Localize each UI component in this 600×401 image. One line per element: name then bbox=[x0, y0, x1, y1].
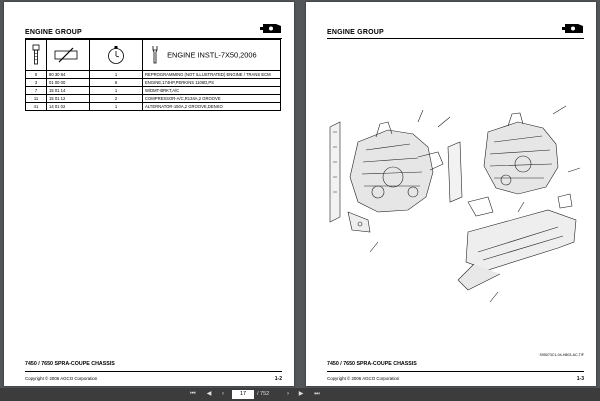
engine-title-text: ENGINE INSTL-7X50,2006 bbox=[167, 50, 257, 60]
footer-title: 7450 / 7650 SPRA-COUPE CHASSIS bbox=[327, 361, 584, 372]
next-small-icon[interactable]: › bbox=[287, 391, 289, 397]
copyright: Copyright © 2006 AGCO Corporation bbox=[25, 376, 98, 381]
parts-table: ENGINE INSTL-7X50,2006 0 80 30 84 1 REPR… bbox=[25, 39, 281, 111]
table-row: 0 80 30 84 1 REPROGRAMMING (NOT ILLUSTRA… bbox=[25, 70, 281, 79]
qty-cell: 1 bbox=[89, 86, 143, 95]
page-left: ENGINE GROUP bbox=[4, 2, 294, 386]
qty-cell: 2 bbox=[89, 94, 143, 103]
brand-logo-icon bbox=[260, 24, 281, 33]
page-right: ENGINE GROUP bbox=[306, 2, 596, 386]
item-cell: 7 bbox=[25, 86, 47, 95]
copyright: Copyright © 2006 AGCO Corporation bbox=[327, 376, 400, 381]
header-title: ENGINE GROUP bbox=[327, 29, 384, 36]
item-cell: 41 bbox=[25, 102, 47, 111]
qty-cell: 1 bbox=[89, 70, 143, 79]
item-cell: 0 bbox=[25, 70, 47, 79]
figure-code: S95073C1-04-H803-AC.TIF bbox=[539, 353, 584, 357]
desc-cell: COMPRESSOR-A/C,R134A,2 GROOVE bbox=[142, 94, 281, 103]
page-header: ENGINE GROUP bbox=[25, 22, 282, 39]
brand-logo-icon bbox=[562, 24, 583, 33]
engine-title: ENGINE INSTL-7X50,2006 bbox=[142, 39, 281, 71]
header-title: ENGINE GROUP bbox=[25, 29, 82, 36]
table-row: 7 15 01 14 1 W/DMT-BRKT,A/C bbox=[25, 86, 281, 95]
page-number: 1-3 bbox=[576, 376, 584, 382]
last-page-icon[interactable]: ⏭ bbox=[314, 391, 320, 397]
desc-cell: W/DMT-BRKT,A/C bbox=[142, 86, 281, 95]
table-header-row: ENGINE INSTL-7X50,2006 bbox=[25, 39, 281, 71]
viewer-toolbar: ⏮ ◀ ‹ 17 / 752 › ▶ ⏭ bbox=[0, 388, 600, 401]
stopwatch-icon bbox=[108, 45, 124, 64]
part-cell: 01 00 00 bbox=[46, 78, 90, 87]
desc-cell: REPROGRAMMING (NOT ILLUSTRATED) ENGINE /… bbox=[142, 70, 281, 79]
part-column-header bbox=[46, 39, 90, 71]
part-cell: 80 30 84 bbox=[46, 70, 90, 79]
part-cell: 15 01 12 bbox=[46, 94, 90, 103]
desc-cell: ENGINE,174HP,PERKINS 1106D,PS bbox=[142, 78, 281, 87]
document-viewer[interactable]: ENGINE GROUP bbox=[0, 0, 600, 388]
part-cell: 14 01 02 bbox=[46, 102, 90, 111]
engine-exploded-diagram bbox=[329, 105, 581, 303]
item-cell: 11 bbox=[25, 94, 47, 103]
page-number-input[interactable]: 17 bbox=[232, 390, 254, 399]
prev-page-icon[interactable]: ◀ bbox=[206, 391, 212, 397]
table-row: 3 01 00 00 6 ENGINE,174HP,PERKINS 1106D,… bbox=[25, 78, 281, 87]
bolt-icon bbox=[32, 44, 40, 64]
qty-cell: 6 bbox=[89, 78, 143, 87]
next-page-icon[interactable]: ▶ bbox=[298, 391, 304, 397]
wrench-icon bbox=[152, 46, 158, 64]
part-cell: 15 01 14 bbox=[46, 86, 90, 95]
total-pages: / 752 bbox=[257, 391, 270, 397]
item-column-header bbox=[25, 39, 47, 71]
part-number-icon bbox=[54, 47, 78, 62]
first-page-icon[interactable]: ⏮ bbox=[190, 391, 196, 397]
table-row: 41 14 01 02 1 ALTERNATOR-150A,2 GROOVE,D… bbox=[25, 102, 281, 111]
page-number: 1-2 bbox=[274, 376, 282, 382]
page-header: ENGINE GROUP bbox=[327, 22, 584, 39]
desc-cell: ALTERNATOR-150A,2 GROOVE,DENSO bbox=[142, 102, 281, 111]
item-cell: 3 bbox=[25, 78, 47, 87]
footer-title: 7450 / 7650 SPRA-COUPE CHASSIS bbox=[25, 361, 282, 372]
qty-column-header bbox=[89, 39, 143, 71]
prev-small-icon[interactable]: ‹ bbox=[222, 391, 224, 397]
qty-cell: 1 bbox=[89, 102, 143, 111]
table-row: 11 15 01 12 2 COMPRESSOR-A/C,R134A,2 GRO… bbox=[25, 94, 281, 103]
